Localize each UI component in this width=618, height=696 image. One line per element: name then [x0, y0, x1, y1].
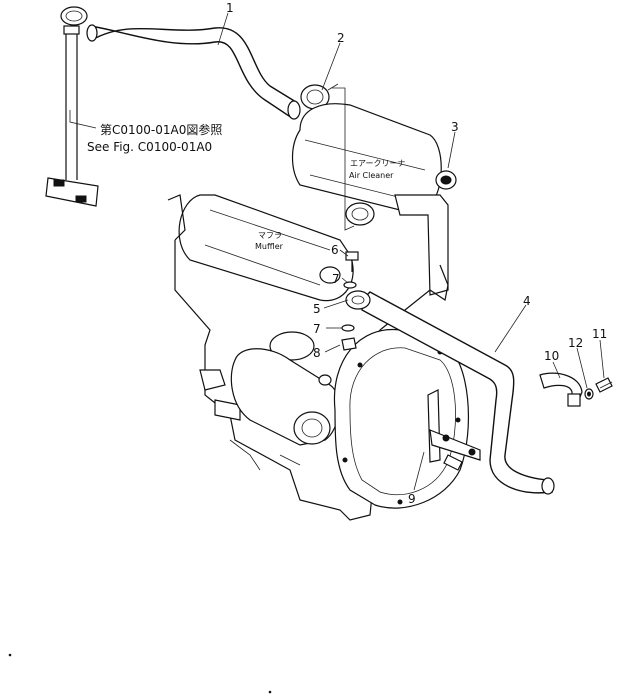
callout-8: 8 — [313, 346, 321, 360]
muffler-label-jp: マフラ — [258, 231, 282, 240]
callout-11: 11 — [592, 327, 607, 341]
leader-lines — [69, 12, 605, 491]
callout-6: 6 — [331, 243, 339, 257]
washer-7-lower — [341, 324, 355, 332]
tail-stack — [45, 6, 99, 207]
exhaust-pipe-1 — [86, 24, 301, 120]
stray-mark — [8, 653, 12, 657]
pipe-4 — [361, 291, 555, 495]
callout-7-lower: 7 — [313, 322, 321, 336]
callout-3: 3 — [451, 120, 459, 134]
callout-10: 10 — [544, 349, 559, 363]
callout-7-upper: 7 — [332, 272, 340, 286]
callout-9: 9 — [408, 492, 416, 506]
engine-body — [167, 194, 449, 521]
clamp-band-10 — [539, 372, 583, 407]
callout-2: 2 — [337, 31, 345, 45]
air-cleaner — [291, 103, 449, 296]
bolt-11 — [595, 377, 613, 393]
stray-mark — [268, 690, 272, 694]
reference-note-japanese: 第C0100-01A0図参照 — [100, 122, 222, 137]
callout-4: 4 — [523, 294, 531, 308]
reference-note-english: See Fig. C0100-01A0 — [87, 140, 212, 154]
air-cleaner-label-jp: エアークリーナ — [350, 159, 406, 168]
nut-8 — [341, 337, 357, 351]
callout-5: 5 — [313, 302, 321, 316]
callout-1: 1 — [226, 1, 234, 15]
callout-12: 12 — [568, 336, 583, 350]
bolt-6 — [345, 251, 359, 272]
cap-3 — [435, 170, 457, 190]
muffler-label-en: Muffler — [255, 242, 284, 251]
washer-7-upper — [343, 281, 357, 289]
bracket-9 — [427, 389, 481, 471]
washer-12 — [584, 388, 594, 400]
air-cleaner-label-en: Air Cleaner — [349, 171, 394, 180]
clamp-5 — [345, 290, 371, 310]
